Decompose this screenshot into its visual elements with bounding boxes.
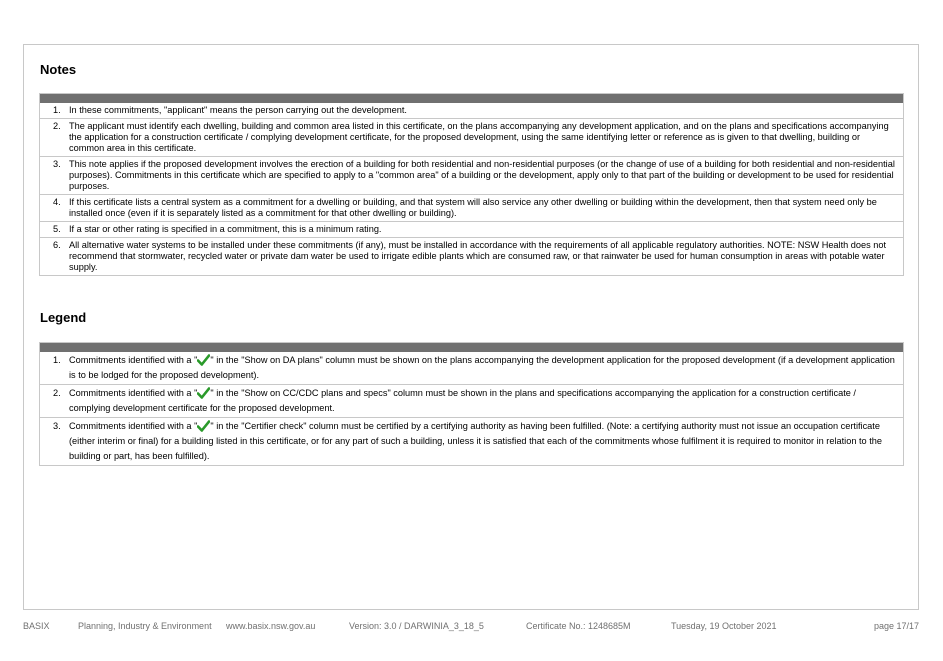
note-number: 6. [53, 240, 61, 250]
note-text: If this certificate lists a central syst… [69, 197, 877, 218]
footer-page-number: page 17/17 [873, 621, 919, 631]
legend-text-after: " in the "Show on DA plans" column must … [69, 355, 895, 380]
note-number: 5. [53, 224, 61, 234]
notes-header-bar [40, 94, 903, 103]
legend-header-bar [40, 343, 903, 352]
footer-version: Version: 3.0 / DARWINIA_3_18_5 [349, 621, 484, 631]
legend-text-before: Commitments identified with a " [69, 421, 198, 431]
legend-title: Legend [40, 310, 87, 325]
legend-row: 3. Commitments identified with a "" in th… [40, 417, 903, 465]
legend-row: 2. Commitments identified with a "" in th… [40, 384, 903, 417]
note-row: 5. If a star or other rating is specified… [40, 221, 903, 237]
legend-text-before: Commitments identified with a " [69, 388, 198, 398]
footer-date: Tuesday, 19 October 2021 [671, 621, 777, 631]
note-row: 2. The applicant must identify each dwell… [40, 118, 903, 156]
note-row: 4. If this certificate lists a central sy… [40, 194, 903, 221]
note-row: 6. All alternative water systems to be in… [40, 237, 903, 275]
footer-certificate-number: Certificate No.: 1248685M [526, 621, 631, 631]
note-number: 1. [53, 105, 61, 115]
note-row: 1. In these commitments, "applicant" mean… [40, 103, 903, 118]
green-check-icon [197, 420, 211, 432]
legend-text-after: " in the "Certifier check" column must b… [69, 421, 882, 461]
legend-number: 3. [53, 421, 61, 431]
legend-row: 1. Commitments identified with a "" in th… [40, 352, 903, 384]
note-text: In these commitments, "applicant" means … [69, 105, 407, 115]
note-text: If a star or other rating is specified i… [69, 224, 382, 234]
note-text: The applicant must identify each dwellin… [69, 121, 889, 153]
notes-title: Notes [40, 62, 77, 77]
note-text: This note applies if the proposed develo… [69, 159, 895, 191]
legend-text-before: Commitments identified with a " [69, 355, 198, 365]
green-check-icon [197, 354, 211, 366]
footer-basix: BASIX [23, 621, 50, 631]
footer-department: Planning, Industry & Environment [78, 621, 212, 631]
note-row: 3. This note applies if the proposed deve… [40, 156, 903, 194]
legend-number: 1. [53, 355, 61, 365]
note-number: 4. [53, 197, 61, 207]
legend-text-after: " in the "Show on CC/CDC plans and specs… [69, 388, 856, 413]
note-number: 2. [53, 121, 61, 131]
note-number: 3. [53, 159, 61, 169]
legend-table: 1.Commitments identified with a "" in th… [39, 342, 904, 466]
page-frame: Notes 1. In these commitments, "applicant… [23, 44, 919, 610]
note-text: All alternative water systems to be inst… [69, 240, 887, 272]
notes-table: 1. In these commitments, "applicant" mean… [39, 93, 904, 276]
footer-website-link[interactable]: www.basix.nsw.gov.au [226, 621, 316, 631]
legend-number: 2. [53, 388, 61, 398]
green-check-icon [197, 387, 211, 399]
